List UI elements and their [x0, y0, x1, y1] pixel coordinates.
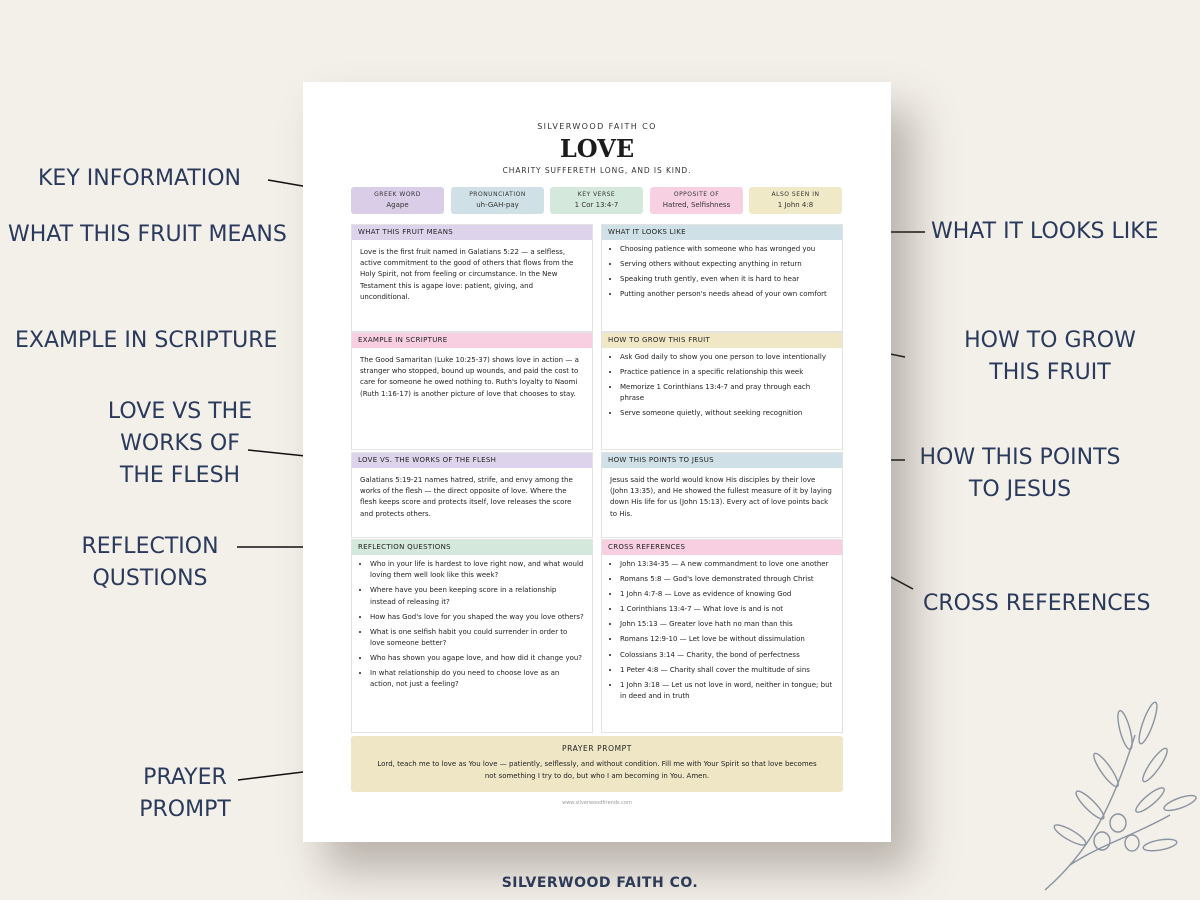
section-heading: HOW THIS POINTS TO JESUS: [602, 453, 842, 468]
section-heading: HOW TO GROW THIS FRUIT: [602, 333, 842, 348]
chip-key: KEY VERSE: [577, 191, 616, 198]
prayer-heading: PRAYER PROMPT: [562, 744, 632, 753]
chip-key: GREEK WORD: [374, 191, 421, 198]
list-item: Putting another person's needs ahead of …: [620, 289, 834, 300]
section-what-it-looks-like: WHAT IT LOOKS LIKE Choosing patience wit…: [601, 224, 843, 332]
section-love-vs-flesh: LOVE VS. THE WORKS OF THE FLESH Galatian…: [351, 452, 593, 538]
section-example-in-scripture: EXAMPLE IN SCRIPTURE The Good Samaritan …: [351, 332, 593, 450]
sheet-url: www.silverwoodfriends.com: [562, 800, 632, 806]
section-body: Love is the first fruit named in Galatia…: [360, 248, 574, 301]
list-item: John 13:34-35 — A new commandment to lov…: [620, 559, 834, 570]
bullet-list: John 13:34-35 — A new commandment to lov…: [602, 555, 842, 702]
list-item: 1 John 4:7-8 — Love as evidence of knowi…: [620, 589, 834, 600]
page-subtitle: CHARITY SUFFERETH LONG, AND IS KIND.: [502, 166, 692, 175]
chip-greek-word: GREEK WORD Agape: [351, 187, 444, 214]
annotation-key-information: KEY INFORMATION: [38, 166, 241, 191]
list-item: In what relationship do you need to choo…: [370, 668, 584, 690]
chip-value: 1 Cor 13:4-7: [574, 201, 619, 209]
section-what-this-fruit-means: WHAT THIS FRUIT MEANS Love is the first …: [351, 224, 593, 332]
list-item: 1 John 3:18 — Let us not love in word, n…: [620, 680, 834, 702]
section-heading: WHAT THIS FRUIT MEANS: [352, 225, 592, 240]
chip-value: Hatred, Selfishness: [662, 201, 731, 209]
chip-key-verse: KEY VERSE 1 Cor 13:4-7: [550, 187, 643, 214]
list-item: Who in your life is hardest to love righ…: [370, 559, 584, 581]
olive-branch-illustration: [1044, 701, 1197, 891]
section-body: Jesus said the world would know His disc…: [610, 476, 832, 518]
section-heading: WHAT IT LOOKS LIKE: [602, 225, 842, 240]
section-points-to-jesus: HOW THIS POINTS TO JESUS Jesus said the …: [601, 452, 843, 538]
prayer-text: Lord, teach me to love as You love — pat…: [377, 760, 817, 780]
section-body: The Good Samaritan (Luke 10:25-37) shows…: [360, 356, 579, 398]
bullet-list: Who in your life is hardest to love righ…: [352, 555, 592, 690]
chip-also-seen-in: ALSO SEEN IN 1 John 4:8: [749, 187, 842, 214]
list-item: What is one selfish habit you could surr…: [370, 627, 584, 649]
annotation-prayer-prompt: PRAYER PROMPT: [139, 765, 231, 822]
chip-value: 1 John 4:8: [777, 201, 814, 209]
bullet-list: Ask God daily to show you one person to …: [602, 348, 842, 420]
section-cross-references: CROSS REFERENCES John 13:34-35 — A new c…: [601, 539, 843, 733]
list-item: Serving others without expecting anythin…: [620, 259, 834, 270]
section-heading: EXAMPLE IN SCRIPTURE: [352, 333, 592, 348]
page-title: LOVE: [559, 134, 635, 163]
list-item: Memorize 1 Corinthians 13:4-7 and pray t…: [620, 382, 834, 404]
printable-sheet: SILVERWOOD FAITH CO LOVE CHARITY SUFFERE…: [303, 82, 891, 842]
list-item: How has God's love for you shaped the wa…: [370, 612, 584, 623]
list-item: Ask God daily to show you one person to …: [620, 352, 834, 363]
annotation-points-to-jesus: HOW THIS POINTS TO JESUS: [919, 445, 1121, 502]
annotation-how-to-grow: HOW TO GROW THIS FRUIT: [964, 328, 1136, 385]
list-item: Practice patience in a specific relation…: [620, 367, 834, 378]
list-item: Serve someone quietly, without seeking r…: [620, 408, 834, 419]
list-item: Choosing patience with someone who has w…: [620, 244, 834, 255]
chip-pronunciation: PRONUNCIATION uh-GAH-pay: [451, 187, 544, 214]
chip-opposite-of: OPPOSITE OF Hatred, Selfishness: [650, 187, 743, 214]
section-heading: REFLECTION QUESTIONS: [352, 540, 592, 555]
section-heading: LOVE VS. THE WORKS OF THE FLESH: [352, 453, 592, 468]
annotation-what-this-fruit-means: WHAT THIS FRUIT MEANS: [8, 222, 287, 247]
list-item: Romans 5:8 — God's love demonstrated thr…: [620, 574, 834, 585]
list-item: 1 Peter 4:8 — Charity shall cover the mu…: [620, 665, 834, 676]
list-item: John 15:13 — Greater love hath no man th…: [620, 619, 834, 630]
sheet-brand: SILVERWOOD FAITH CO: [537, 122, 657, 131]
prayer-prompt-box: PRAYER PROMPT Lord, teach me to love as …: [351, 736, 843, 792]
list-item: Romans 12:9-10 — Let love be without dis…: [620, 634, 834, 645]
section-body: Galatians 5:19-21 names hatred, strife, …: [360, 476, 573, 518]
footer-brand: SILVERWOOD FAITH CO.: [501, 875, 699, 891]
list-item: Who has shown you agape love, and how di…: [370, 653, 584, 664]
annotation-what-it-looks-like: WHAT IT LOOKS LIKE: [931, 219, 1159, 244]
list-item: Where have you been keeping score in a r…: [370, 585, 584, 607]
chip-key: ALSO SEEN IN: [771, 191, 820, 198]
list-item: 1 Corinthians 13:4-7 — What love is and …: [620, 604, 834, 615]
section-reflection-questions: REFLECTION QUESTIONS Who in your life is…: [351, 539, 593, 733]
chip-key: PRONUNCIATION: [469, 191, 526, 198]
chip-value: Agape: [386, 201, 409, 209]
section-heading: CROSS REFERENCES: [602, 540, 842, 555]
list-item: Colossians 3:14 — Charity, the bond of p…: [620, 650, 834, 661]
chip-value: uh-GAH-pay: [476, 201, 519, 209]
annotation-example-in-scripture: EXAMPLE IN SCRIPTURE: [15, 328, 278, 353]
annotation-cross-references: CROSS REFERENCES: [923, 591, 1151, 616]
list-item: Speaking truth gently, even when it is h…: [620, 274, 834, 285]
annotation-reflection-questions: REFLECTION QUSTIONS: [81, 534, 219, 591]
bullet-list: Choosing patience with someone who has w…: [602, 240, 842, 300]
annotation-love-vs-flesh: LOVE VS THE WORKS OF THE FLESH: [107, 399, 253, 488]
chip-key: OPPOSITE OF: [673, 191, 720, 198]
section-how-to-grow: HOW TO GROW THIS FRUIT Ask God daily to …: [601, 332, 843, 450]
